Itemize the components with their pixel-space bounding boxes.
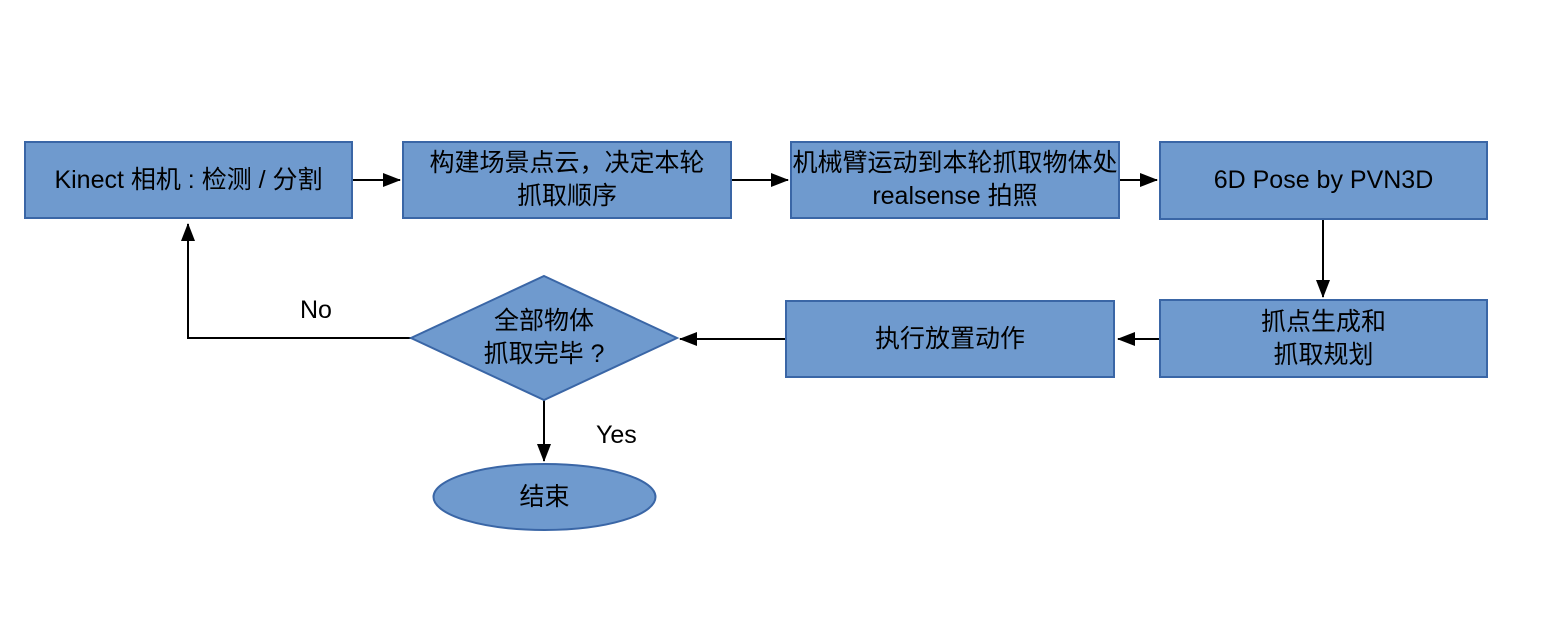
node-pose-estimation: 6D Pose by PVN3D	[1159, 141, 1488, 220]
node-label: 6D Pose by PVN3D	[1213, 166, 1434, 194]
node-label: 构建场景点云，决定本轮	[429, 149, 705, 177]
end-ellipse	[432, 463, 657, 531]
edge-label-no: No	[300, 296, 332, 324]
arrow-decision-no-to-kinect	[181, 223, 411, 339]
node-label: realsense 拍照	[872, 182, 1038, 210]
node-label: 抓点生成和	[1260, 307, 1386, 336]
node-grasp-planning: 抓点生成和 抓取规划	[1159, 299, 1488, 378]
node-execute-place: 执行放置动作	[785, 300, 1115, 378]
node-label: 执行放置动作	[874, 324, 1025, 353]
edge-label-yes: Yes	[596, 421, 637, 449]
node-label: 抓取顺序	[516, 182, 617, 210]
node-label: 机械臂运动到本轮抓取物体处	[792, 149, 1118, 177]
node-arm-move-capture: 机械臂运动到本轮抓取物体处 realsense 拍照	[790, 141, 1120, 219]
node-kinect-camera: Kinect 相机 : 检测 / 分割	[24, 141, 353, 219]
node-label: Kinect 相机 : 检测 / 分割	[54, 165, 323, 194]
node-label: 抓取规划	[1273, 340, 1374, 369]
decision-diamond	[408, 274, 680, 402]
node-build-pointcloud: 构建场景点云，决定本轮 抓取顺序	[402, 141, 732, 219]
